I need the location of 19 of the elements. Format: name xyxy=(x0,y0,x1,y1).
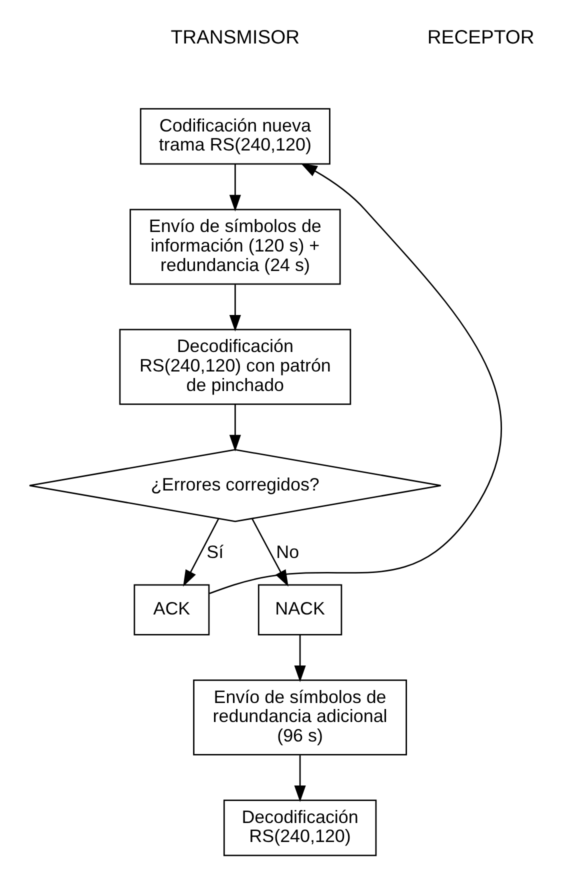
arrow xyxy=(294,755,306,802)
edge-label: Sí xyxy=(206,542,224,562)
arrow xyxy=(228,164,240,212)
arrow xyxy=(228,404,240,452)
node-box: NACK xyxy=(257,584,342,636)
node-diamond: ¿Errores corregidos? xyxy=(28,448,442,522)
node-box: Codificación nueva trama RS(240,120) xyxy=(139,108,330,165)
label: RECEPTOR xyxy=(426,27,534,48)
arrow xyxy=(182,518,219,587)
arrow xyxy=(294,634,306,682)
label: TRANSMISOR xyxy=(170,27,300,48)
node-box: ACK xyxy=(133,584,210,636)
edge-label: No xyxy=(276,542,299,562)
arrow xyxy=(228,284,240,332)
node-box: Envío de símbolos de información (120 s) + redundancia (24 s) xyxy=(129,208,340,285)
node-box: Envío de símbolos de redundancia adicional (96 s) xyxy=(192,679,406,756)
node-box: Decodificación RS(240,120) xyxy=(222,800,376,856)
arrow xyxy=(208,163,501,594)
node-box: Decodificación RS(240,120) con patrón de pinchado xyxy=(118,328,351,405)
